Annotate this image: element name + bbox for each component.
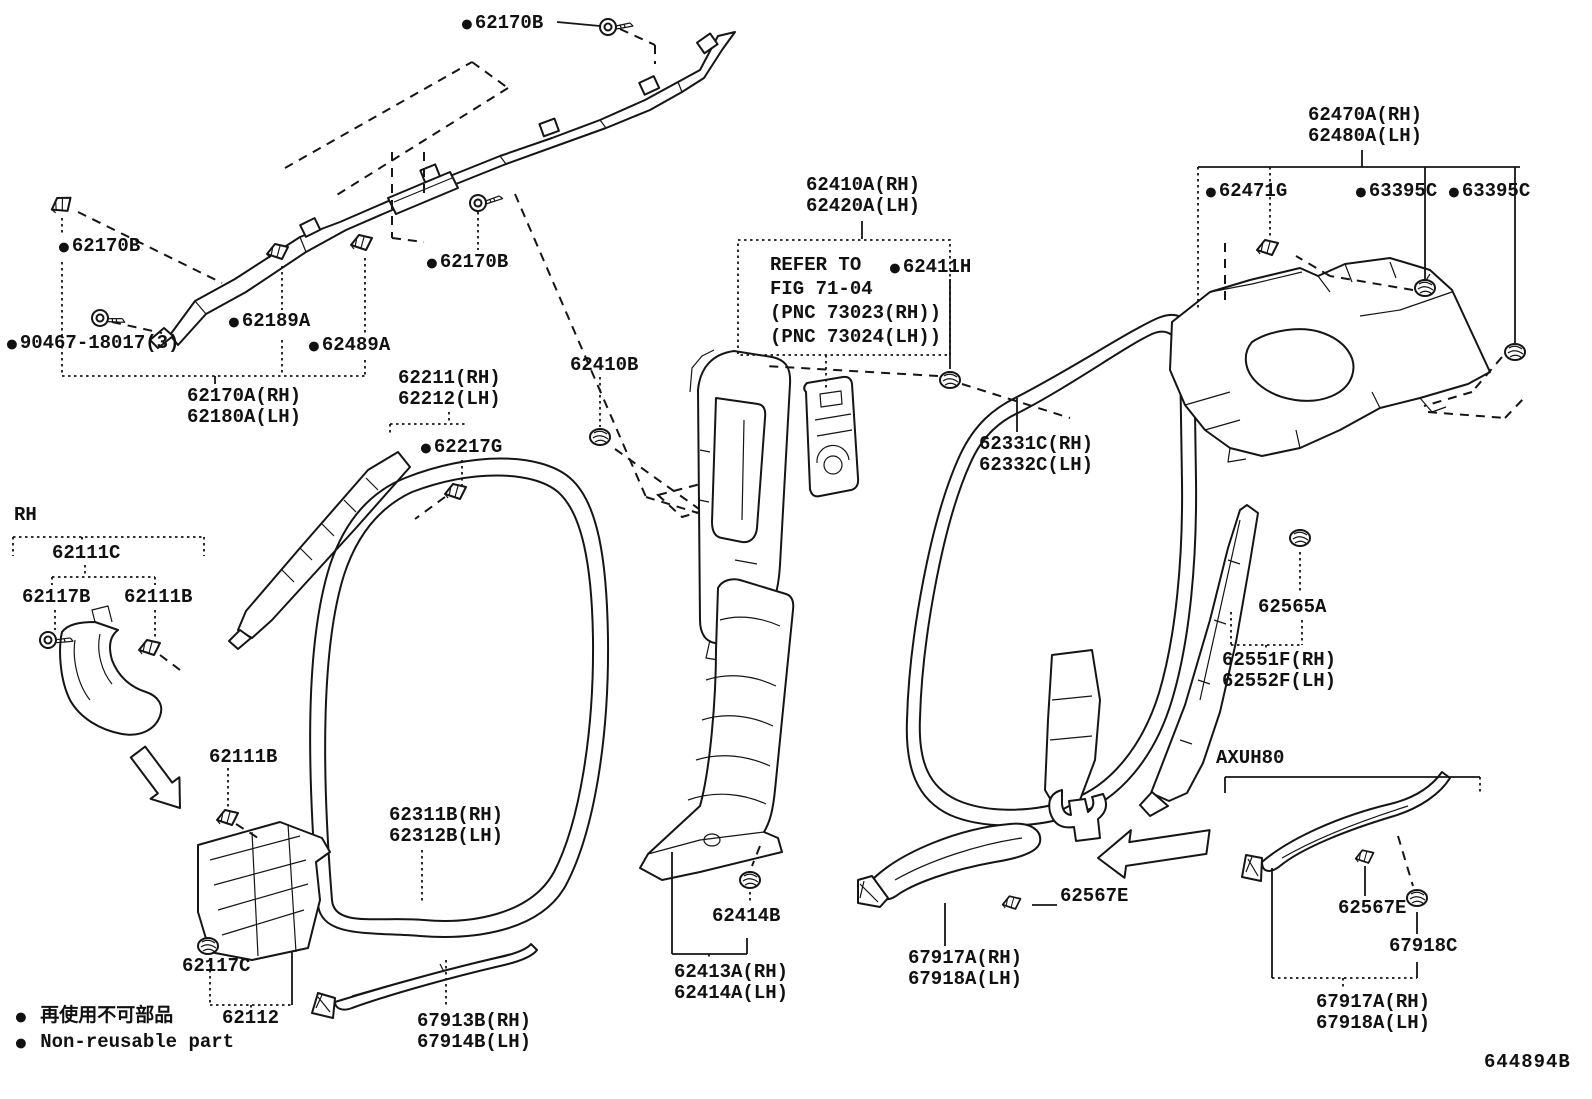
grommet-icon xyxy=(939,371,961,389)
grommet-icon xyxy=(1406,889,1428,907)
part-label-67918c: 67918C xyxy=(1389,935,1458,957)
part-label-62414b: 62414B xyxy=(712,905,781,927)
part-label-62311b: 62311B(RH) 62312B(LH) xyxy=(389,804,504,847)
non-reusable-icon: ● xyxy=(57,234,71,261)
figure-number: 644894B xyxy=(1484,1051,1571,1073)
grommet-icon xyxy=(1414,279,1436,297)
part-label-62471g: ●62471G xyxy=(1204,179,1288,206)
non-reusable-icon: ● xyxy=(5,331,19,358)
part-label-62217g: ●62217G xyxy=(419,435,503,462)
legend-non-reusable-ja: ● 再使用不可部品 xyxy=(14,1004,174,1031)
part-label-62567e-2: 62567E xyxy=(1338,897,1407,919)
clip-icon xyxy=(444,483,467,500)
clip-icon xyxy=(1354,849,1375,864)
non-reusable-icon: ● xyxy=(419,435,433,462)
non-reusable-icon: ● xyxy=(425,250,439,277)
part-label-62489a: ●62489A xyxy=(307,333,391,360)
non-reusable-icon: ● xyxy=(1204,179,1218,206)
grommet-icon xyxy=(1504,343,1526,361)
part-label-62170b-mid: ●62170B xyxy=(425,250,509,277)
part-label-62189a: ●62189A xyxy=(227,309,311,336)
c-pillar-lower-garnish-drawing xyxy=(1139,504,1259,817)
refer-note: REFER TO FIG 71-04 (PNC 73023(RH)) (PNC … xyxy=(770,254,942,348)
non-reusable-icon: ● xyxy=(1447,179,1461,206)
assembly-alignment-dashes xyxy=(77,28,743,519)
part-label-62410a: 62410A(RH) 62420A(LH) xyxy=(806,174,921,217)
non-reusable-icon: ● xyxy=(227,309,241,336)
part-label-62170b-top: ●62170B xyxy=(460,11,544,38)
non-reusable-icon: ● xyxy=(14,1004,28,1031)
clip-icon xyxy=(1001,895,1022,910)
grommet-icon xyxy=(739,871,761,889)
section-label-axuh80: AXUH80 xyxy=(1216,747,1285,769)
cowl-side-trim-drawing xyxy=(59,605,163,736)
non-reusable-icon: ● xyxy=(888,255,902,282)
part-label-62411h: ●62411H xyxy=(888,255,972,282)
b-pillar-lower-garnish-drawing xyxy=(639,578,795,881)
part-label-62170a: 62170A(RH) 62180A(LH) xyxy=(187,385,302,428)
part-label-62112: 62112 xyxy=(222,1007,280,1029)
part-label-62565a: 62565A xyxy=(1258,596,1327,618)
part-label-62331c: 62331C(RH) 62332C(LH) xyxy=(979,433,1094,476)
grommet-icon xyxy=(197,937,219,955)
part-label-90467-18017: ●90467-18017(3) xyxy=(5,331,180,358)
clip-icon xyxy=(138,639,161,656)
part-label-63395c-1: ●63395C xyxy=(1354,179,1438,206)
direction-arrow-front xyxy=(129,745,181,809)
a-pillar-garnish-drawing xyxy=(228,451,411,650)
part-label-62413a: 62413A(RH) 62414A(LH) xyxy=(674,961,789,1004)
part-label-62170b-left: ●62170B xyxy=(57,234,141,261)
part-label-62211: 62211(RH) 62212(LH) xyxy=(398,367,501,410)
part-label-62410b: 62410B xyxy=(570,354,639,376)
part-label-67917a-2: 67917A(RH) 67918A(LH) xyxy=(1316,991,1431,1034)
front-door-weatherstrip-drawing xyxy=(309,457,610,938)
cowl-kick-panel-drawing xyxy=(197,821,331,961)
part-label-62567e-1: 62567E xyxy=(1060,885,1129,907)
clip-icon xyxy=(350,234,373,251)
clip-icon xyxy=(216,809,239,826)
section-label-rh: RH xyxy=(14,504,37,526)
front-scuff-plate-drawing xyxy=(311,943,538,1019)
screw-icon xyxy=(467,190,505,214)
b-pillar-lower-rear-drawing xyxy=(1044,649,1108,842)
part-label-63395c-2: ●63395C xyxy=(1447,179,1531,206)
axuh80-scuff-plate-drawing xyxy=(1241,771,1451,887)
part-label-62111c: 62111C xyxy=(52,542,121,564)
non-reusable-icon: ● xyxy=(307,333,321,360)
part-label-62470a: 62470A(RH) 62480A(LH) xyxy=(1308,104,1423,147)
part-label-67917a-1: 67917A(RH) 67918A(LH) xyxy=(908,947,1023,990)
part-label-67913b: 67913B(RH) 67914B(LH) xyxy=(417,1010,532,1053)
grommet-icon xyxy=(589,428,611,446)
part-label-62117b: 62117B xyxy=(22,586,91,608)
non-reusable-icon: ● xyxy=(460,11,474,38)
legend-non-reusable-en: ● Non-reusable part xyxy=(14,1030,235,1057)
leader-lines xyxy=(12,21,1520,1008)
part-label-62111b-2: 62111B xyxy=(209,746,278,768)
part-label-62117c: 62117C xyxy=(182,955,251,977)
grommet-icon xyxy=(1289,529,1311,547)
clip-icon xyxy=(1256,239,1279,256)
seatbelt-anchor-drawing xyxy=(803,375,860,498)
b-pillar-upper-garnish-drawing xyxy=(689,349,792,664)
direction-arrow-rear xyxy=(1097,829,1211,879)
part-label-62551f: 62551F(RH) 62552F(LH) xyxy=(1222,649,1337,692)
non-reusable-icon: ● xyxy=(1354,179,1368,206)
rear-scuff-plate-drawing xyxy=(857,822,1042,908)
quarter-trim-alignment-dashes xyxy=(1224,243,1525,419)
part-label-62111b-1: 62111B xyxy=(124,586,193,608)
screw-icon xyxy=(89,307,128,333)
quarter-pillar-garnish-drawing xyxy=(1169,257,1491,463)
clip-icon xyxy=(48,193,75,216)
non-reusable-icon: ● xyxy=(14,1030,28,1057)
